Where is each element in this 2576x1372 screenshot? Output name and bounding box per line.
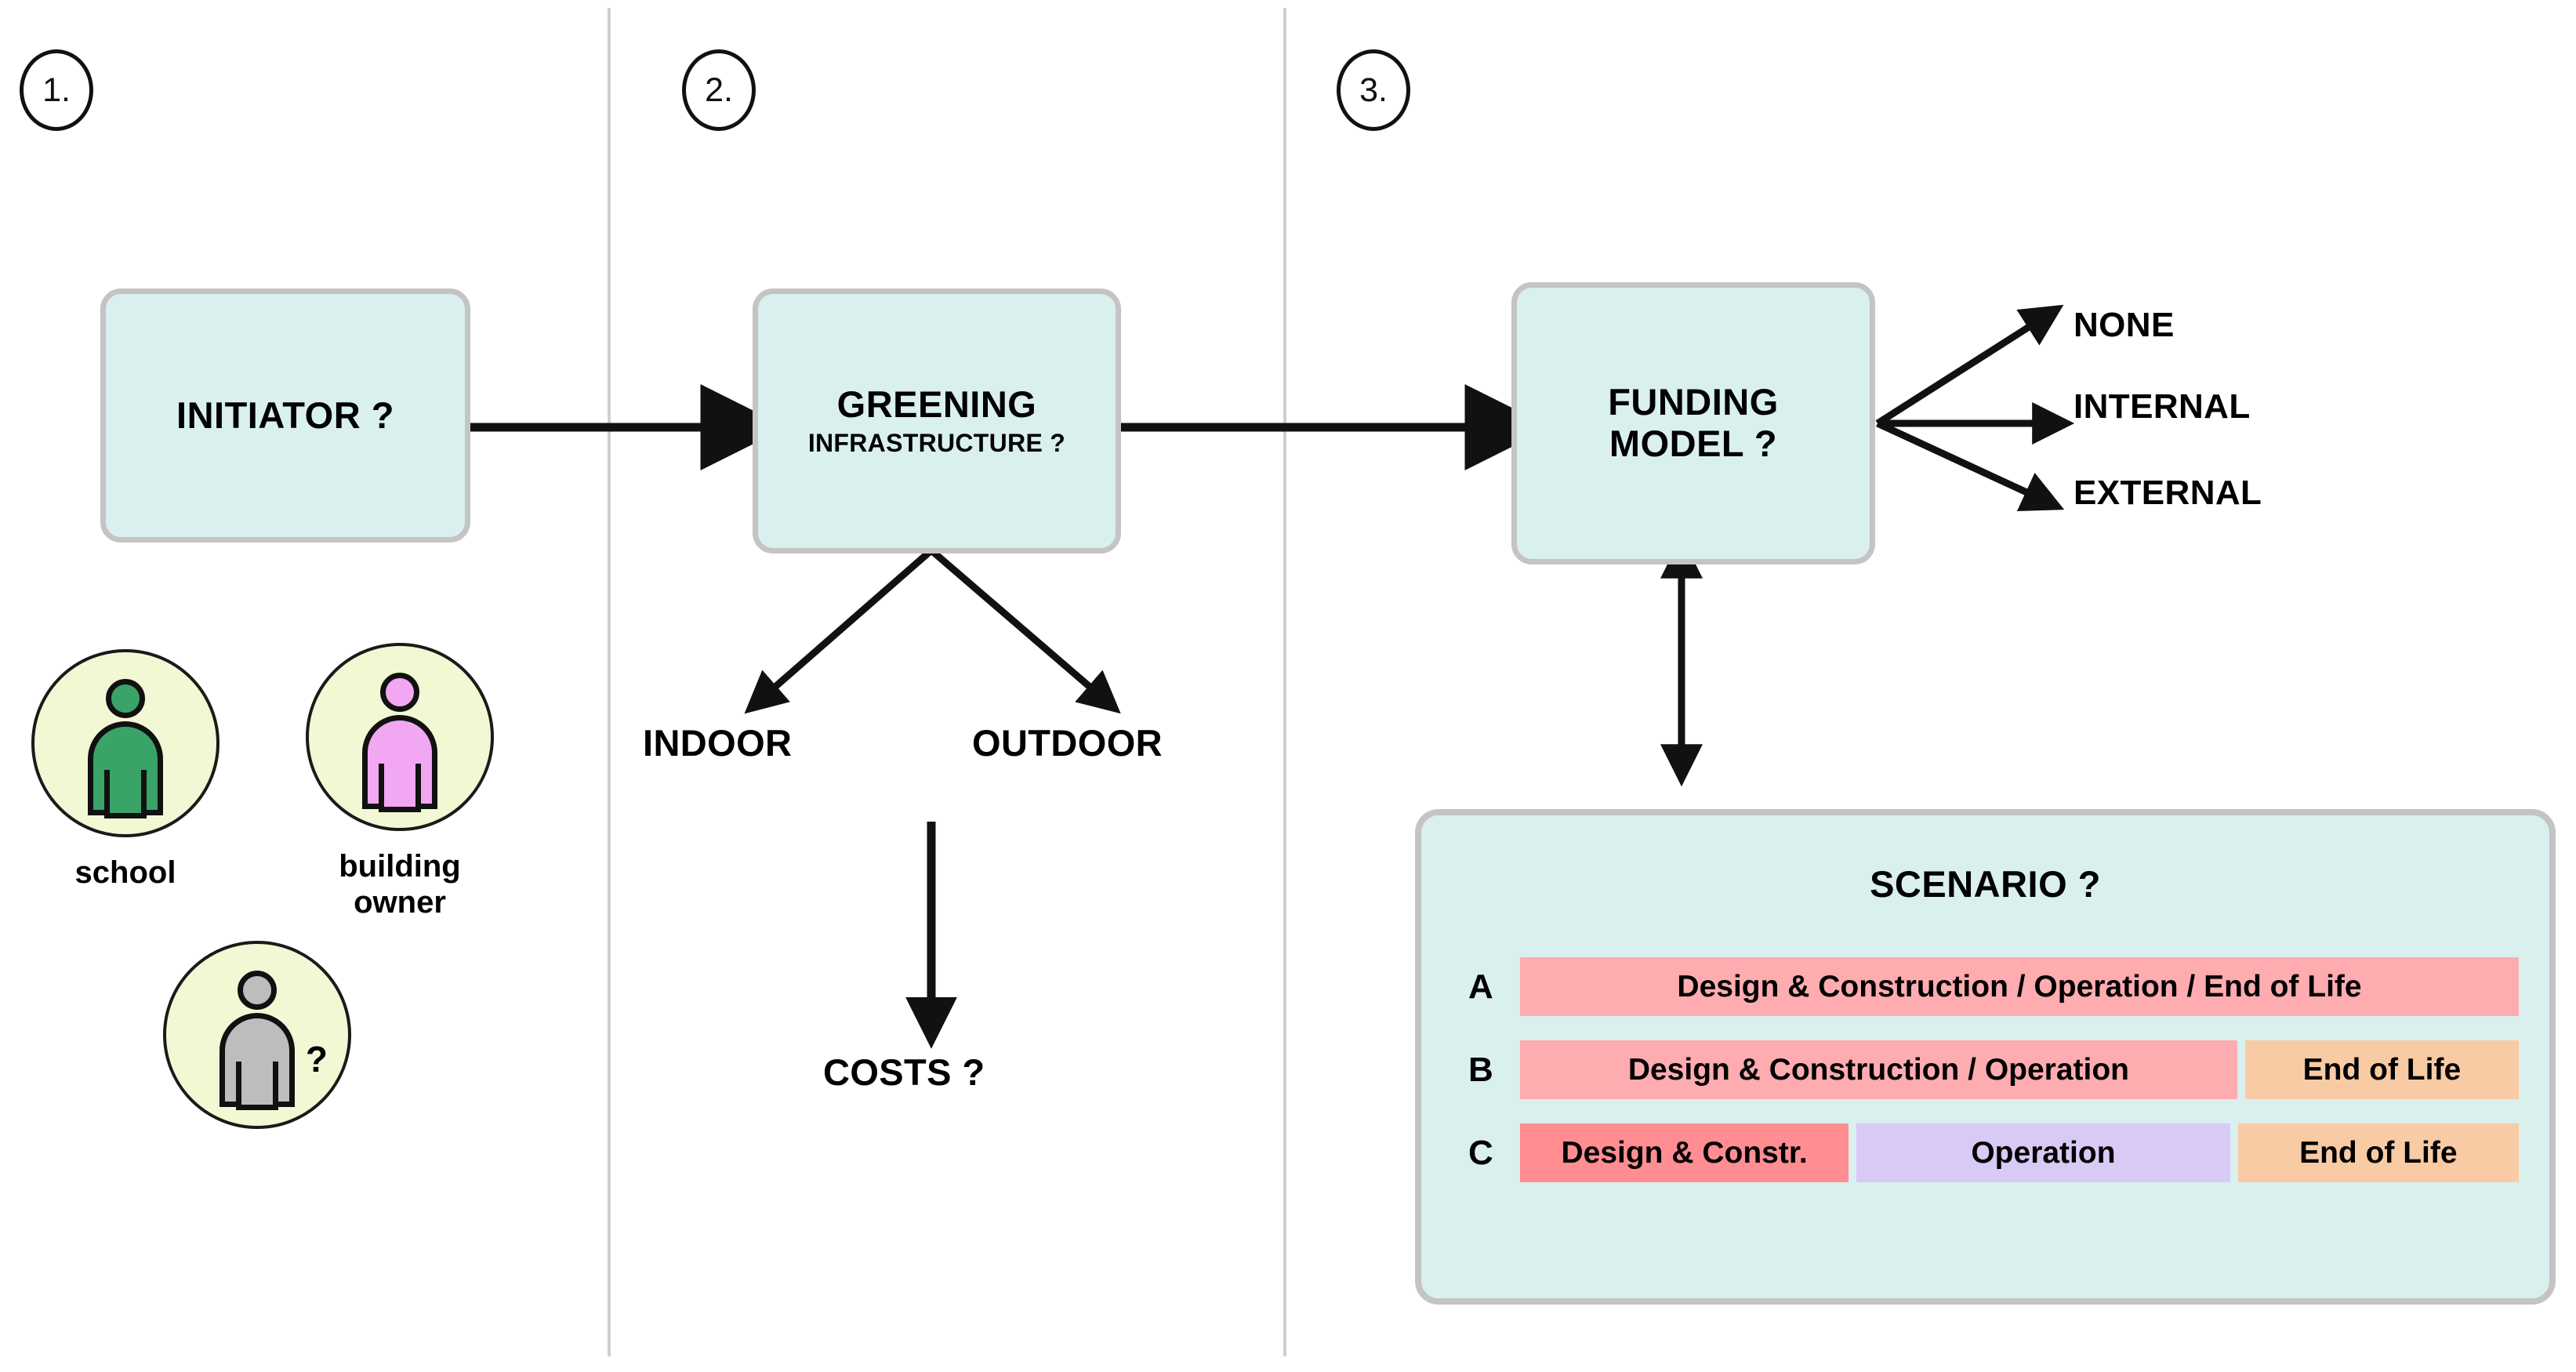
person-head-icon [380, 673, 419, 712]
box-funding-title-line2: MODEL ? [1609, 423, 1778, 464]
label-funding-external: EXTERNAL [2073, 474, 2262, 512]
scenario-row-a-label: A [1468, 967, 1493, 1006]
label-funding-internal: INTERNAL [2073, 387, 2251, 426]
label-indoor: INDOOR [643, 722, 793, 764]
scenario-title: SCENARIO ? [1870, 863, 2101, 905]
scenario-row-b-label: B [1468, 1050, 1493, 1089]
persona-school[interactable] [31, 649, 220, 837]
person-legs-icon [379, 764, 421, 812]
person-legs-icon [104, 770, 147, 818]
scenario-row-a[interactable]: A Design & Construction / Operation / En… [1468, 957, 2519, 1016]
scenario-panel[interactable]: SCENARIO ? A Design & Construction / Ope… [1415, 809, 2556, 1305]
persona-building-owner[interactable] [306, 643, 494, 831]
scenario-segment[interactable]: Design & Constr. [1520, 1123, 1849, 1182]
persona-unknown[interactable]: ? [163, 941, 351, 1129]
label-outdoor: OUTDOOR [972, 722, 1163, 764]
scenario-row-b-segments: Design & Construction / Operation End of… [1520, 1040, 2519, 1099]
step-number-3: 3. [1337, 49, 1410, 131]
column-divider-1 [608, 8, 611, 1356]
box-initiator-title: INITIATOR ? [176, 394, 394, 436]
persona-building-owner-label: building owner [339, 849, 461, 920]
scenario-segment[interactable]: End of Life [2244, 1040, 2519, 1099]
scenario-segment[interactable]: End of Life [2237, 1123, 2519, 1182]
box-funding-title-line1: FUNDING [1608, 381, 1779, 423]
person-body-icon [362, 715, 437, 809]
persona-school-label: school [74, 855, 176, 890]
step-number-2: 2. [682, 49, 756, 131]
persona-unknown-question-mark: ? [305, 1039, 328, 1080]
scenario-row-c-label: C [1468, 1133, 1493, 1172]
step-number-1: 1. [20, 49, 93, 131]
scenario-row-c[interactable]: C Design & Constr. Operation End of Life [1468, 1123, 2519, 1182]
box-initiator[interactable]: INITIATOR ? [100, 289, 470, 543]
person-head-icon [238, 971, 277, 1010]
box-funding-model[interactable]: FUNDING MODEL ? [1511, 282, 1875, 564]
label-costs: COSTS ? [823, 1051, 985, 1093]
box-greening-subtitle: INFRASTRUCTURE ? [807, 428, 1066, 457]
column-divider-2 [1283, 8, 1286, 1356]
person-head-icon [106, 679, 145, 718]
scenario-segment[interactable]: Operation [1856, 1123, 2230, 1182]
scenario-segment[interactable]: Design & Construction / Operation / End … [1520, 957, 2519, 1016]
scenario-row-a-segments: Design & Construction / Operation / End … [1520, 957, 2519, 1016]
label-funding-none: NONE [2073, 306, 2175, 344]
scenario-segment[interactable]: Design & Construction / Operation [1520, 1040, 2237, 1099]
scenario-row-b[interactable]: B Design & Construction / Operation End … [1468, 1040, 2519, 1099]
box-greening[interactable]: GREENING INFRASTRUCTURE ? [753, 289, 1121, 554]
person-legs-icon [236, 1062, 278, 1110]
scenario-row-c-segments: Design & Constr. Operation End of Life [1520, 1123, 2519, 1182]
box-greening-title: GREENING [836, 383, 1037, 426]
